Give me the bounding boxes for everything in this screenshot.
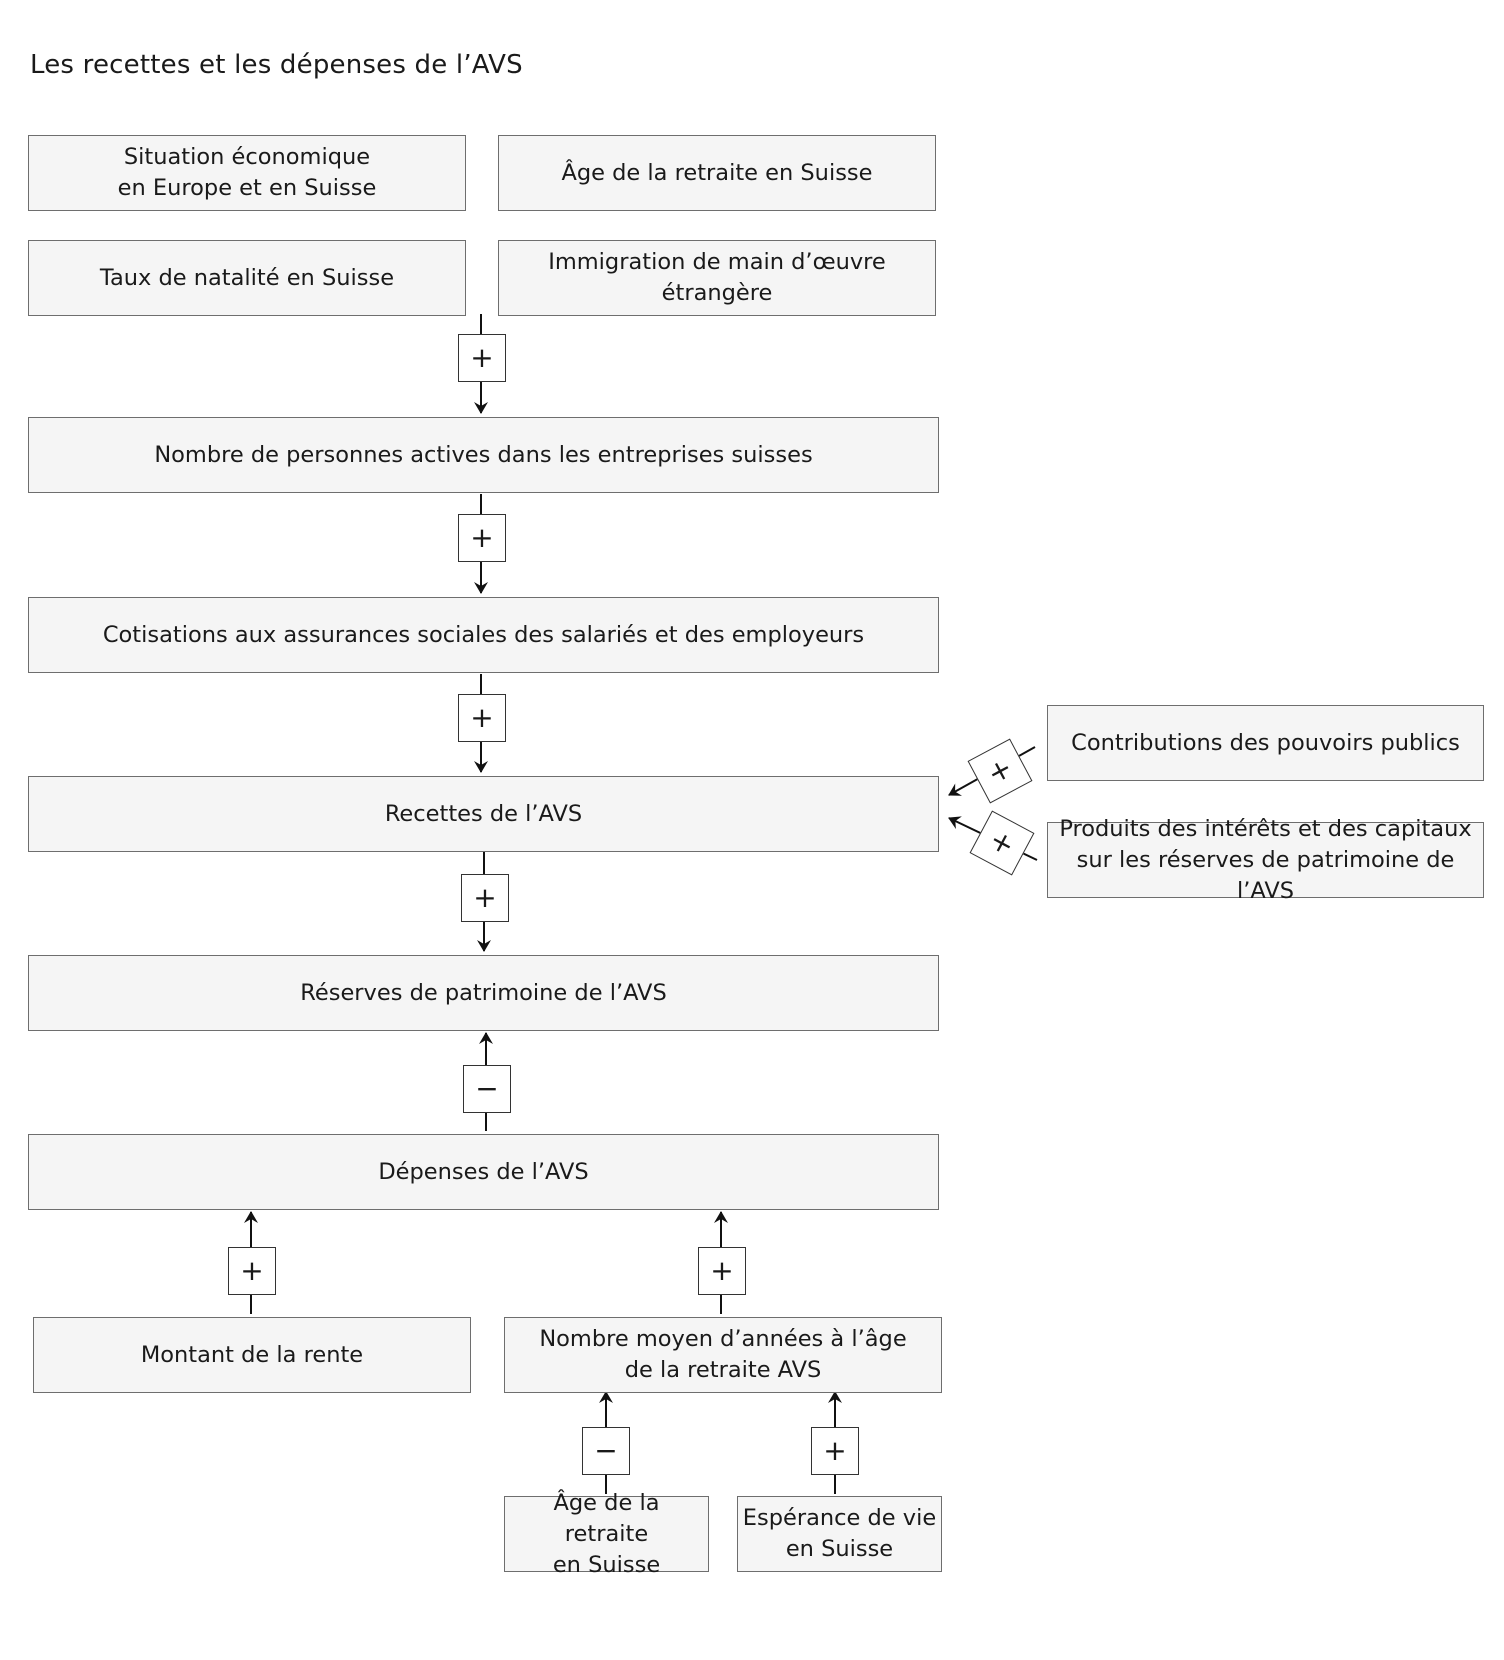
box-personnes-actives: Nombre de personnes actives dans les ent… [28,417,939,493]
box-contributions-publics: Contributions des pouvoirs publics [1047,705,1484,781]
plus-sign-montant-to-depenses: + [228,1247,276,1295]
plus-sign-recettes-to-reserves: + [461,874,509,922]
plus-sign-esperance-to-nombre: + [811,1427,859,1475]
box-age-retraite-top: Âge de la retraite en Suisse [498,135,936,211]
plus-sign-to-recettes: + [458,694,506,742]
box-taux-natalite: Taux de natalité en Suisse [28,240,466,316]
box-depenses: Dépenses de l’AVS [28,1134,939,1210]
plus-sign-inputs-to-personnes-actives: + [458,334,506,382]
minus-sign-depenses-to-reserves: − [463,1065,511,1113]
box-montant-rente: Montant de la rente [33,1317,471,1393]
plus-sign-nombre-to-depenses: + [698,1247,746,1295]
box-immigration: Immigration de main d’œuvre étrangère [498,240,936,316]
diagram-title: Les recettes et les dépenses de l’AVS [30,50,523,80]
plus-sign-to-cotisations: + [458,514,506,562]
box-recettes: Recettes de l’AVS [28,776,939,852]
box-cotisations: Cotisations aux assurances sociales des … [28,597,939,673]
minus-sign-age-to-nombre: − [582,1427,630,1475]
box-reserves: Réserves de patrimoine de l’AVS [28,955,939,1031]
